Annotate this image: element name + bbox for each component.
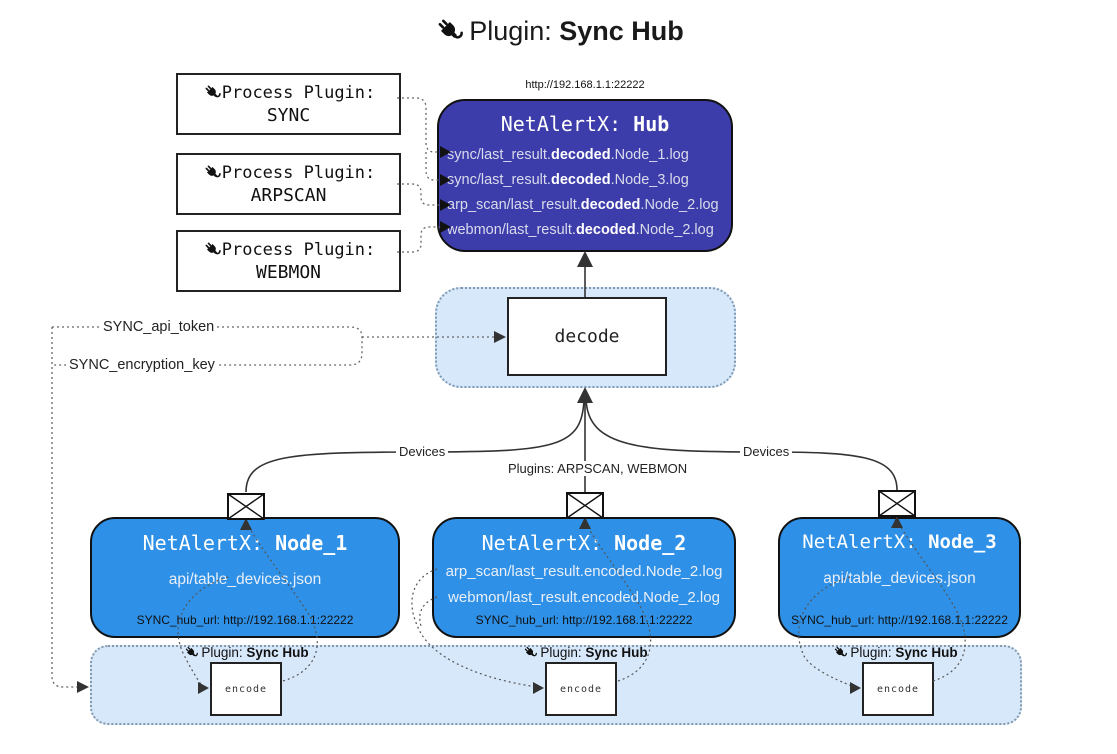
node-title: NetAlertX: Node_3 — [802, 531, 997, 553]
hub-box: NetAlertX: Hub sync/last_result.decoded.… — [437, 99, 733, 252]
node-hub-url: SYNC_hub_url: http://192.168.1.1:22222 — [791, 613, 1008, 627]
process-plugin-name: WEBMON — [255, 262, 322, 283]
encode-box: encode — [545, 662, 617, 716]
hub-log-line: sync/last_result.decoded.Node_3.log — [447, 172, 689, 188]
node-hub-url: SYNC_hub_url: http://192.168.1.1:22222 — [136, 613, 354, 627]
encode-box: encode — [862, 662, 934, 716]
node-title: NetAlertX: Node_2 — [481, 531, 687, 555]
process-plugin-label: Process Plugin: — [221, 83, 376, 103]
hub-log-line: sync/last_result.decoded.Node_1.log — [447, 147, 689, 163]
hub-log-line: arp_scan/last_result.decoded.Node_2.log — [447, 197, 719, 213]
encode-box: encode — [210, 662, 282, 716]
bar-plugin-label: Plugin: Sync Hub — [785, 644, 1005, 660]
envelope-icon — [878, 490, 916, 517]
page-title-name: Sync Hub — [559, 16, 684, 46]
envelope-icon — [227, 493, 265, 520]
node-line: api/table_devices.json — [823, 570, 976, 587]
bar-plugin-label: Plugin: Sync Hub — [475, 644, 695, 660]
node-hub-url: SYNC_hub_url: http://192.168.1.1:22222 — [475, 613, 693, 627]
edge-label-devices-left: Devices — [396, 444, 449, 459]
hub-title: NetAlertX: Hub — [500, 112, 670, 136]
process-plugin-label: Process Plugin: — [221, 240, 376, 260]
plug-icon — [202, 162, 222, 182]
node-line: webmon/last_result.encoded.Node_2.log — [448, 589, 720, 606]
envelope-icon — [566, 492, 604, 519]
plug-icon — [183, 644, 199, 660]
plug-icon — [832, 644, 848, 660]
process-plugin-name: ARPSCAN — [250, 185, 327, 206]
sync-encryption-key-label: SYNC_encryption_key — [66, 357, 218, 373]
plug-icon — [202, 239, 222, 259]
process-plugin-webmon: Process Plugin: WEBMON — [176, 230, 401, 292]
page-title-prefix: Plugin: — [469, 16, 560, 46]
process-plugin-name: SYNC — [266, 105, 311, 126]
node-2-box: NetAlertX: Node_2 arp_scan/last_result.e… — [432, 517, 736, 638]
edge-label-devices-right: Devices — [740, 444, 793, 459]
sync-api-token-label: SYNC_api_token — [100, 319, 218, 335]
plug-icon — [522, 644, 538, 660]
node-3-box: NetAlertX: Node_3 api/table_devices.json… — [778, 517, 1021, 638]
process-plugin-arpscan: Process Plugin: ARPSCAN — [176, 153, 401, 215]
bar-plugin-label: Plugin: Sync Hub — [136, 644, 356, 660]
decode-box: decode — [507, 297, 667, 376]
node-line: arp_scan/last_result.encoded.Node_2.log — [445, 563, 723, 580]
process-plugin-label: Process Plugin: — [221, 163, 376, 183]
hub-log-line: webmon/last_result.decoded.Node_2.log — [447, 222, 714, 238]
process-plugin-sync: Process Plugin: SYNC — [176, 73, 401, 135]
page-title: Plugin: Sync Hub — [0, 14, 1117, 47]
plug-icon — [433, 14, 465, 46]
edge-label-plugins-center: Plugins: ARPSCAN, WEBMON — [505, 461, 691, 476]
node-1-box: NetAlertX: Node_1 api/table_devices.json… — [90, 517, 400, 638]
node-title: NetAlertX: Node_1 — [142, 531, 348, 555]
plug-icon — [202, 82, 222, 102]
node-line: api/table_devices.json — [168, 571, 322, 588]
hub-url-label: http://192.168.1.1:22222 — [525, 79, 645, 91]
